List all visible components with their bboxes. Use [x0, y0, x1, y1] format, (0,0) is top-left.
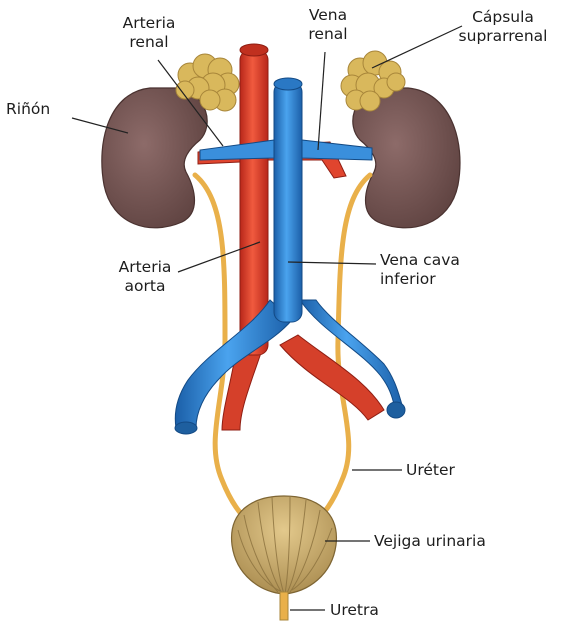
label-aorta-line2: aorta	[124, 277, 166, 295]
urethra	[279, 591, 289, 621]
label-ureter: Uréter	[406, 461, 455, 479]
label-renal-vein-line2: renal	[308, 25, 348, 43]
label-aorta: Arteria aorta	[108, 258, 182, 296]
label-adrenal-gland: Cápsula suprarrenal	[448, 8, 558, 46]
label-adrenal-gland-line1: Cápsula	[472, 8, 534, 26]
left-kidney	[101, 87, 208, 229]
label-aorta-line1: Arteria	[118, 258, 172, 276]
label-vena-cava-line2: inferior	[380, 270, 436, 288]
label-renal-artery-line2: renal	[129, 33, 169, 51]
label-renal-artery: Arteria renal	[104, 14, 194, 52]
label-adrenal-gland-line2: suprarrenal	[458, 27, 548, 45]
label-urethra: Uretra	[330, 601, 379, 619]
urinary-bladder	[231, 495, 337, 595]
label-renal-vein: Vena renal	[296, 6, 360, 44]
label-renal-vein-line1: Vena	[308, 6, 348, 24]
label-vena-cava: Vena cava inferior	[380, 251, 460, 289]
leader-lines	[71, 25, 463, 611]
label-kidney: Riñón	[6, 100, 51, 118]
left-adrenal-gland	[175, 53, 240, 112]
label-vena-cava-line1: Vena cava	[380, 251, 460, 269]
label-bladder: Vejiga urinaria	[374, 532, 486, 550]
right-kidney	[352, 87, 461, 229]
label-renal-artery-line1: Arteria	[122, 14, 176, 32]
right-adrenal-gland	[340, 50, 406, 112]
